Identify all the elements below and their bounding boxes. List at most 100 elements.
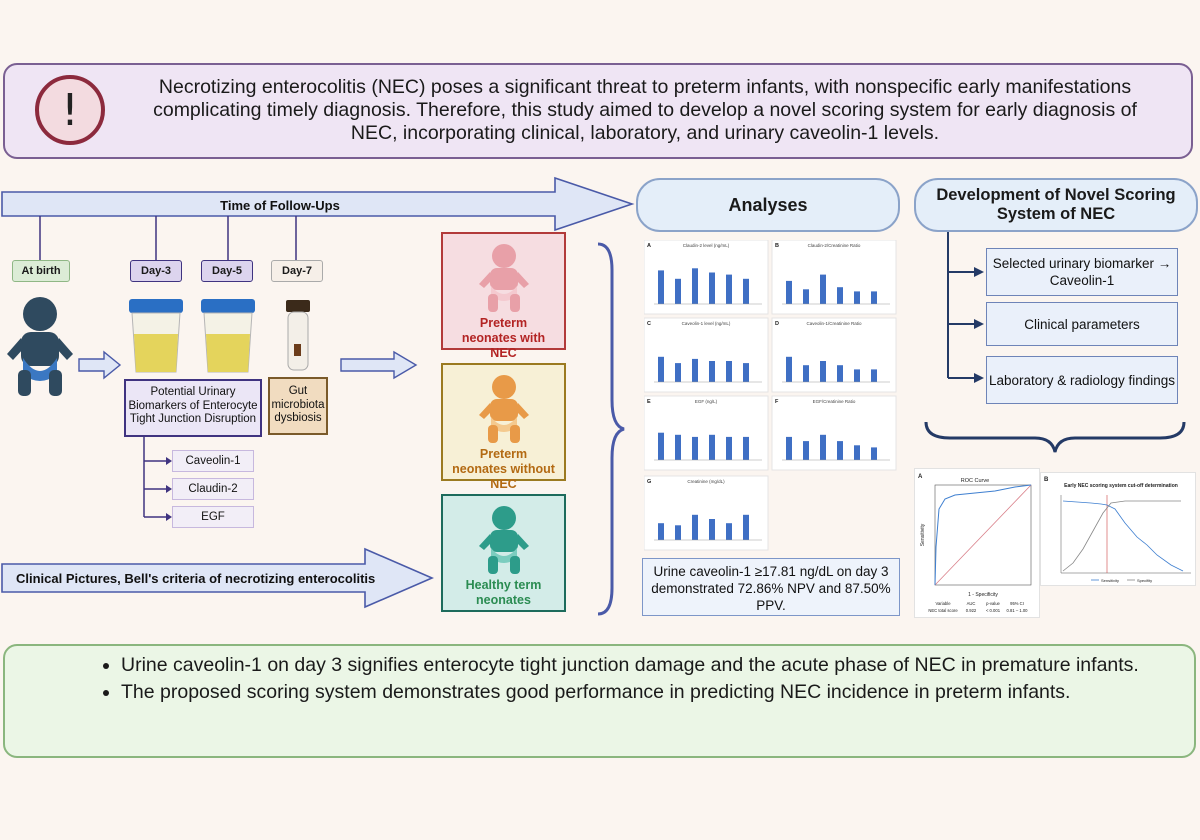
- panel-bar: [820, 361, 826, 382]
- panel-letter: B: [775, 243, 779, 249]
- panel-bar: [820, 274, 826, 304]
- panel-bar: [743, 278, 749, 304]
- panel-bar: [854, 445, 860, 460]
- panel-bar: [786, 356, 792, 382]
- panel-bar: [709, 519, 715, 540]
- svg-text:Early NEC scoring system cut-o: Early NEC scoring system cut-off determi…: [1064, 483, 1178, 489]
- cutoff-panel: B Early NEC scoring system cut-off deter…: [1040, 472, 1196, 586]
- brace-icon: [597, 242, 625, 616]
- timeline-connectors: [39, 216, 297, 260]
- panel-bar: [743, 514, 749, 540]
- panel-bar: [786, 436, 792, 460]
- analysis-panel: A Claudin-2 level (ng/mL): [644, 240, 769, 315]
- panel-letter: F: [775, 399, 779, 405]
- baby-non-nec-icon: [478, 375, 529, 443]
- cutoff-chart: B Early NEC scoring system cut-off deter…: [1044, 477, 1191, 583]
- conclusion-2: The proposed scoring system demonstrates…: [121, 681, 1174, 704]
- analyses-result: Urine caveolin-1 ≥17.81 ng/dL on day 3 d…: [642, 558, 900, 616]
- marker-claudin: Claudin-2: [172, 478, 254, 500]
- baby-icon: [7, 297, 73, 396]
- svg-text:B: B: [1044, 477, 1049, 483]
- panel-letter: E: [647, 399, 651, 405]
- timeline-arrow: [1, 176, 635, 232]
- exclamation-icon: !: [35, 75, 105, 145]
- panel-letter: D: [775, 321, 779, 327]
- analyses-title: Analyses: [636, 178, 900, 232]
- timepoint-birth: At birth: [12, 260, 70, 282]
- conclusions-box: Urine caveolin-1 on day 3 signifies ente…: [3, 644, 1196, 758]
- panel-bar: [871, 447, 877, 460]
- scoring-item-biomarker: Selected urinary biomarker → Caveolin-1: [986, 248, 1178, 296]
- stool-tube-icon: [286, 300, 310, 371]
- roc-ylabel: Sensitivity: [920, 523, 926, 546]
- panel-bar: [726, 274, 732, 304]
- scoring-title: Development of Novel Scoring System of N…: [914, 178, 1198, 232]
- conclusion-1: Urine caveolin-1 on day 3 signifies ente…: [121, 654, 1174, 677]
- svg-text:0.922: 0.922: [966, 608, 977, 613]
- panel-bar: [675, 363, 681, 382]
- panel-title: Caveolin-1 level (ng/mL): [682, 321, 731, 326]
- panel-bar: [692, 268, 698, 304]
- panel-bar: [692, 514, 698, 540]
- group-non-nec: Preterm neonates without NEC: [441, 363, 566, 491]
- panel-bar: [692, 358, 698, 382]
- panel-bar: [854, 291, 860, 304]
- roc-xlabel: 1 - Specificity: [968, 592, 998, 598]
- panel-bar: [803, 441, 809, 460]
- panel-bar: [675, 278, 681, 304]
- svg-text:Sensitivity: Sensitivity: [1101, 578, 1119, 583]
- scoring-item-clinical: Clinical parameters: [986, 302, 1178, 346]
- panel-title: Claudin-2 level (ng/mL): [683, 243, 730, 248]
- svg-text:0.81 – 1.00: 0.81 – 1.00: [1007, 608, 1029, 613]
- group-healthy: Healthy term neonates: [441, 494, 566, 612]
- panel-bar: [837, 365, 843, 382]
- arrow-to-groups-icon: [340, 350, 418, 380]
- panel-bar: [803, 365, 809, 382]
- panel-bar: [726, 361, 732, 382]
- panel-bar: [871, 291, 877, 304]
- svg-text:Specifity: Specifity: [1137, 578, 1152, 583]
- scoring-brace-icon: [924, 421, 1186, 453]
- biomarker-box: Potential Urinary Biomarkers of Enterocy…: [124, 379, 262, 437]
- panel-bar: [658, 270, 664, 304]
- roc-panel: A ROC Curve 1 - Specificity Sensitivity …: [914, 468, 1040, 618]
- timepoint-day7: Day-7: [271, 260, 323, 282]
- svg-text:p-value: p-value: [986, 601, 1000, 606]
- analysis-panel: F EGF/Creatinine Ratio: [771, 395, 897, 471]
- group-nec-label: Preterm neonates with NEC: [461, 316, 546, 360]
- panel-bar: [803, 289, 809, 304]
- panel-bar: [726, 436, 732, 460]
- clinical-label: Clinical Pictures, Bell's criteria of ne…: [16, 571, 376, 586]
- panel-bar: [871, 369, 877, 382]
- svg-text:Variable: Variable: [935, 601, 951, 606]
- panel-title: Caveolin-1/Creatinine Ratio: [806, 321, 862, 326]
- panel-bar: [709, 272, 715, 304]
- svg-text:AUC: AUC: [967, 601, 976, 606]
- svg-text:NEC total score: NEC total score: [928, 608, 958, 613]
- marker-caveolin: Caveolin-1: [172, 450, 254, 472]
- panel-bar: [709, 434, 715, 460]
- scoring-item-lab: Laboratory & radiology findings: [986, 356, 1178, 404]
- clinical-arrow: [1, 547, 435, 609]
- panel-bar: [675, 434, 681, 460]
- baby-nec-icon: [478, 244, 529, 312]
- analysis-panel: D Caveolin-1/Creatinine Ratio: [771, 317, 897, 393]
- panel-title: EGF/Creatinine Ratio: [813, 399, 856, 404]
- panel-bar: [658, 523, 664, 540]
- panel-bar: [709, 361, 715, 382]
- panel-bar: [726, 523, 732, 540]
- panel-bar: [658, 356, 664, 382]
- timepoint-day3: Day-3: [130, 260, 182, 282]
- svg-text:< 0.001: < 0.001: [986, 608, 1001, 613]
- marker-egf: EGF: [172, 506, 254, 528]
- panel-bar: [837, 287, 843, 304]
- arrow-right-icon: [78, 350, 122, 380]
- roc-title: ROC Curve: [961, 478, 989, 484]
- gut-dysbiosis-box: Gut microbiota dysbiosis: [268, 377, 328, 435]
- panel-bar: [837, 441, 843, 460]
- panel-letter: A: [647, 243, 651, 249]
